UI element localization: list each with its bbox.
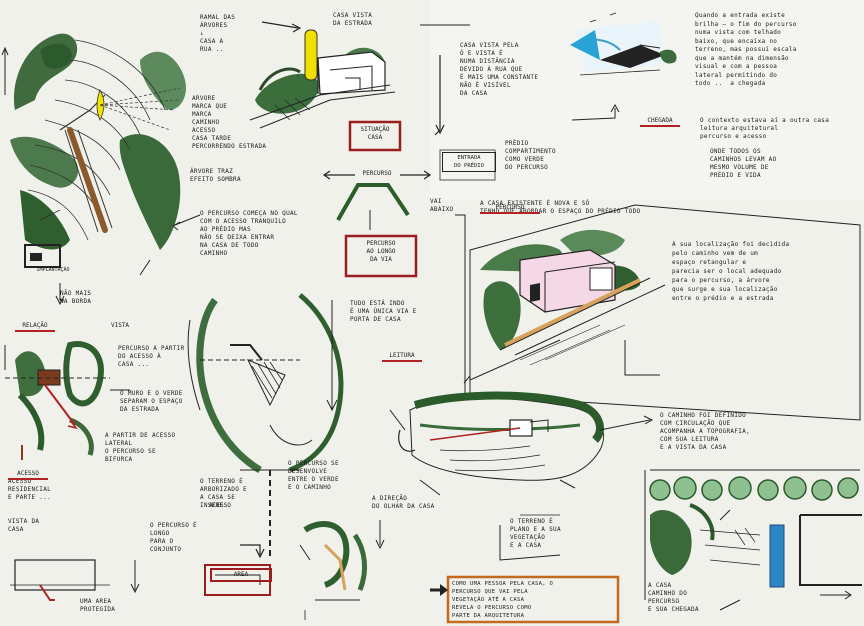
note-car-access: ARVORE MARCA QUE MARCA CAMINHO ACESSO CA… [192, 95, 302, 151]
label-path: PERCURSO [352, 170, 402, 178]
note-bottom-center: O PERCURSO SE DESENVOLVE ENTRE O VERDE E… [288, 460, 378, 492]
note-left-middle: O PERCURSO COMEÇA NO QUAL COM O ACESSO T… [200, 210, 320, 258]
note-right-middle: A sua localização foi decidida pelo cami… [672, 240, 860, 303]
tag-relation: RELAÇÃO [15, 322, 55, 332]
note-right-paths: ONDE TODOS OS CAMINHOS LEVAM AO MESMO VO… [710, 148, 860, 180]
label-path-along-road: PERCURSO AO LONGO DA VIA [348, 240, 414, 264]
note-top-right: Quando a entrada existe brilha — o fim d… [695, 12, 860, 89]
note-left-low-2: O MURO E O VERDE SEPARAM O ESPAÇO DA EST… [120, 390, 200, 414]
note-orange-box: COMO UMA PESSOA PELA CASA, O PERCURSO QU… [452, 580, 614, 620]
note-bottom-middle: O PERCURSO É LONGO PARA O CONJUNTO [150, 522, 230, 554]
note-left-middle-2: NÃO MAIS NA BORDA [60, 290, 130, 306]
tag-access: ACESSO [8, 470, 48, 480]
tag-reading: LEITURA [382, 352, 422, 362]
note-mid-top: CASA VISTA PELA Ó E VISTA É NUMA DISTÂNC… [460, 42, 570, 98]
note-left-low: PERCURSO A PARTIR DO ACESSO À CASA ... [118, 345, 198, 369]
note-mid-top-2: PRÉDIO COMPARTIMENTO COMO VERDE DO PERCU… [505, 140, 595, 172]
note-bottom-right-small: A CASA CAMINHO DO PERCURSO E SUA CHEGADA [648, 582, 738, 614]
note-top-left-site: RAMAL DAS ÁRVORES ↓ CASA A RUA .. [200, 14, 260, 54]
note-bottom-right: O CAMINHO FOI DEFINIDO COM CIRCULAÇÃO QU… [660, 412, 860, 452]
label-implantation: IMPLANTAÇÃO [28, 266, 78, 274]
note-right-context: O contexto estava aí a outra casa leitur… [700, 117, 860, 141]
tag-view: VISTA [100, 322, 140, 330]
note-bottom-center-2: A DIREÇÃO DO OLHAR DA CASA [372, 495, 462, 511]
label-building-entry: ENTRADA DO PRÉDIO [442, 152, 496, 172]
note-tree-shadow: ÁRVORE TRAZ EFEITO SOMBRA [190, 168, 270, 184]
note-center-below: VAI ABAIXO [430, 198, 470, 214]
note-bottom-left-2: VISTA DA CASA [8, 518, 88, 534]
label-site-house: SITUAÇÃO CASA [352, 126, 398, 142]
note-center-path: TUDO ESTÁ INDO É UMA ÚNICA VIA E PORTA D… [350, 300, 450, 324]
label-access: ACESSO [200, 502, 240, 510]
note-top-middle: CASA VISTA DA ESTRADA [333, 12, 403, 28]
note-bottom-right-2: O TERRENO É PLANO E A SUA VEGETAÇÃO E A … [510, 518, 610, 550]
note-bottom-left: ACESSO RESIDENCIAL E PARTE ... [8, 478, 98, 502]
label-arrival: CHEGADA [640, 117, 680, 127]
note-left-low-3: A PARTIR DE ACESSO LATERAL O PERCURSO SE… [105, 432, 205, 464]
tag-path: PERCURSO [480, 204, 540, 214]
label-area: AREA [210, 568, 272, 582]
note-bottom-middle-2: UMA AREA PROTEGIDA [80, 598, 170, 614]
